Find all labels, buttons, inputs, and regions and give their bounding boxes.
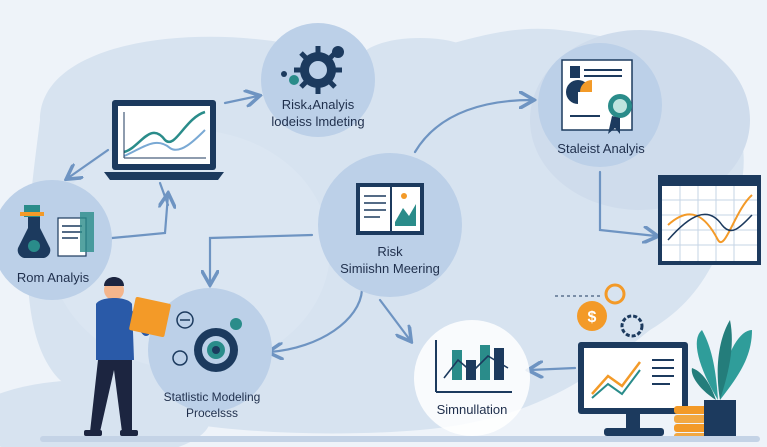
- dollar-gear-icon: $: [555, 283, 644, 338]
- arrow-laptop-to-rom: [68, 148, 110, 178]
- modeling-process-label: Statlistic Modeling Procelsss: [150, 389, 274, 421]
- arrow-laptop-to-risk: [223, 96, 258, 103]
- risk-modeling-line2: lodeiss lmdeting: [271, 114, 365, 129]
- certificate-icon: [561, 59, 633, 134]
- modeling-process-line1: Statlistic Modeling: [163, 390, 261, 404]
- modeling-process-line2: Procelsss: [185, 406, 238, 420]
- risk-modeling-label: Risk₄Analyis lodeiss lmdeting: [262, 96, 374, 130]
- monitor-chart-icon: [578, 342, 688, 436]
- coin-stack-icon: [674, 406, 712, 441]
- plant-icon: [691, 320, 752, 438]
- rom-analysis-label: Rom Analyis: [16, 270, 90, 285]
- laptop-chart-icon: [104, 100, 224, 180]
- arrow-stat-to-grid: [598, 170, 656, 236]
- center-line2: Simiishn Meering: [340, 261, 440, 276]
- bar-line-chart-icon: [435, 340, 512, 393]
- arrow-rom-to-laptop: [110, 195, 168, 240]
- floor-line: [40, 436, 760, 442]
- arrow-center-to-stat: [413, 100, 532, 154]
- svg-text:$: $: [588, 309, 597, 326]
- person-laptop-icon: [84, 277, 171, 436]
- gear-tools-icon: [172, 311, 242, 372]
- center-line1: Risk: [377, 244, 403, 259]
- book-chart-icon: [356, 183, 424, 235]
- gear-cluster-icon: [281, 46, 344, 94]
- connector-arrows: [68, 96, 656, 370]
- arrow-center-to-modeling: [210, 233, 314, 283]
- arrow-monitor-to-simulation: [530, 368, 577, 370]
- simulation-label: Simnullation: [436, 402, 508, 417]
- risk-modeling-line1: Risk₄Analyis: [281, 97, 355, 112]
- arrow-center-to-modeling-lower: [270, 288, 364, 352]
- grid-chart-icon: [658, 175, 761, 265]
- arrow-center-to-simulation: [378, 298, 410, 340]
- flask-document-icon: [17, 205, 94, 258]
- center-label: Risk Simiishn Meering: [322, 243, 458, 277]
- stat-analysis-label: Staleist Analyis: [557, 141, 645, 156]
